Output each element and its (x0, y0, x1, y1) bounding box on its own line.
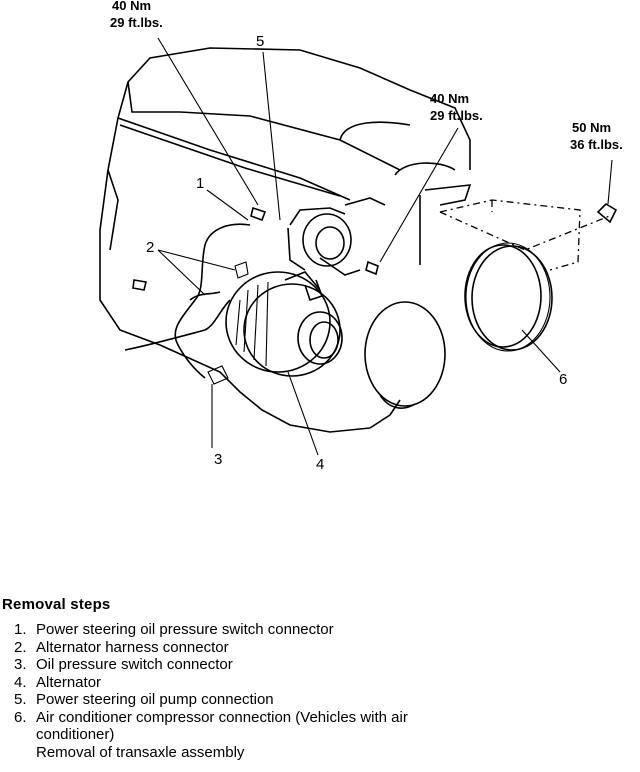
wiring-harness (124, 223, 251, 385)
callout-2: 2 (146, 239, 154, 256)
alternator (225, 271, 343, 377)
ac-compressor-pulley (464, 242, 553, 352)
list-item: 1.Power steering oil pressure switch con… (14, 621, 334, 638)
torque-label-2: 40 Nm 29 ft.lbs. (430, 91, 483, 123)
list-item: 4.Alternator (14, 673, 102, 691)
svg-text:29 ft.lbs.: 29 ft.lbs. (430, 108, 483, 123)
callout-3: 3 (214, 451, 222, 468)
bolts (132, 202, 618, 291)
list-item: 6.Air conditioner compressor connection … (14, 708, 408, 744)
callout-1: 1 (196, 175, 204, 192)
list-item: 5.Power steering oil pump connection (14, 691, 274, 708)
removal-steps-list: 1.Power steering oil pressure switch con… (2, 621, 632, 744)
removal-steps-title: Removal steps (2, 596, 111, 613)
removal-note: Removal of transaxle assembly (36, 743, 245, 761)
leader-lines (157, 37, 613, 456)
crank-pulley (364, 301, 446, 409)
svg-text:40 Nm: 40 Nm (112, 0, 151, 13)
torque-label-3: 50 Nm 36 ft.lbs. (570, 120, 623, 152)
callout-4: 4 (316, 456, 324, 473)
svg-text:29 ft.lbs.: 29 ft.lbs. (110, 15, 163, 30)
transaxle-outline (439, 199, 613, 271)
list-item: 3.Oil pressure switch connector (14, 656, 233, 673)
svg-text:36 ft.lbs.: 36 ft.lbs. (570, 137, 623, 152)
power-steering-pump (287, 197, 386, 276)
callout-5: 5 (256, 33, 264, 50)
svg-text:40 Nm: 40 Nm (430, 91, 469, 106)
engine-diagram: 40 Nm 29 ft.lbs. 40 Nm 29 ft.lbs. 50 Nm … (99, 0, 623, 473)
svg-text:50 Nm: 50 Nm (572, 120, 611, 135)
callout-6: 6 (559, 371, 567, 388)
torque-label-1: 40 Nm 29 ft.lbs. (110, 0, 163, 30)
removal-steps: Removal steps 1.Power steering oil press… (2, 596, 632, 761)
list-item: 2.Alternator harness connector (14, 638, 229, 656)
engine-block (99, 47, 472, 433)
